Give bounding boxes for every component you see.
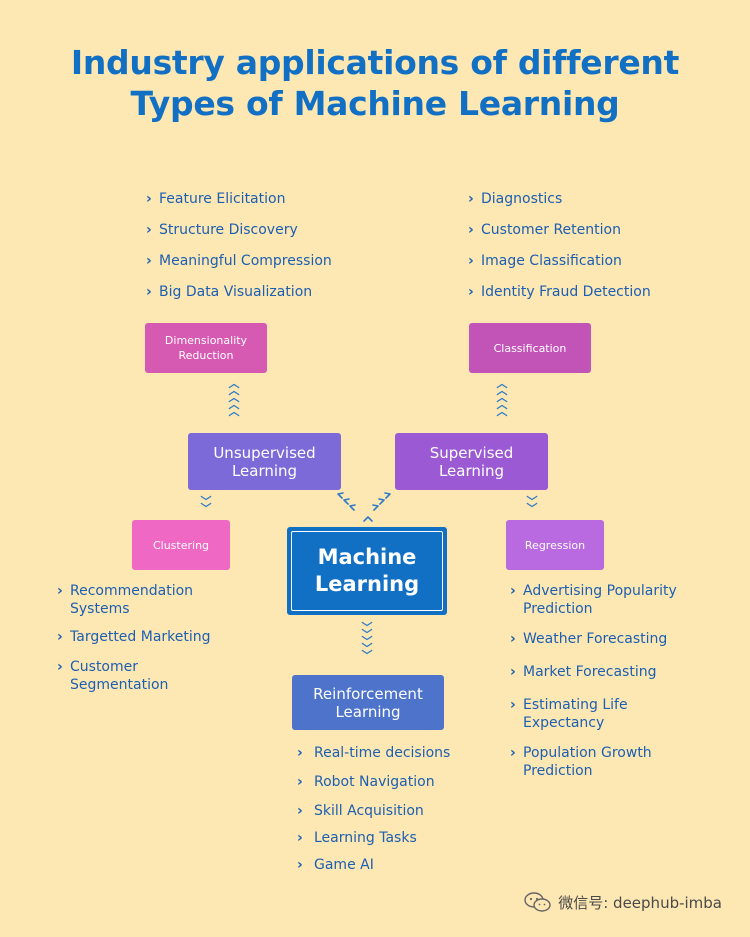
list-item: ›Identity Fraud Detection	[468, 284, 651, 300]
page-title: Industry applications of different Types…	[0, 42, 750, 124]
list-item: ›Market Forecasting	[510, 664, 657, 680]
list-item: ›Diagnostics	[468, 191, 563, 207]
chevron-right-icon: ›	[146, 284, 152, 300]
list-item: ›Meaningful Compression	[146, 253, 332, 269]
title-line-2: Types of Machine Learning	[130, 84, 620, 123]
reinforcement-list: ›Real-time decisions ›Robot Navigation ›…	[297, 744, 450, 874]
chevron-right-icon: ›	[510, 664, 516, 680]
chevron-right-icon: ›	[146, 191, 152, 207]
list-item: ›Robot Navigation	[297, 774, 435, 790]
chevron-down-arrows: ﹀﹀	[200, 495, 212, 515]
chevron-right-icon: ›	[510, 745, 516, 761]
chevron-right-icon: ›	[468, 284, 474, 300]
chevron-down-arrows: ﹀﹀	[526, 495, 538, 515]
machine-learning-box: Machine Learning	[287, 527, 447, 615]
list-item: ›Weather Forecasting	[510, 631, 668, 647]
list-item: ›Structure Discovery	[146, 222, 298, 238]
branch-arrows	[337, 492, 391, 522]
chevron-right-icon: ›	[146, 222, 152, 238]
list-item: ›Image Classification	[468, 253, 622, 269]
chevron-right-icon: ›	[297, 745, 303, 761]
chevron-right-icon: ›	[468, 222, 474, 238]
list-item: ›Learning Tasks	[297, 830, 417, 846]
dimensionality-reduction-box: Dimensionality Reduction	[145, 323, 267, 373]
chevron-up-arrows: ︿︿︿︿︿	[228, 377, 240, 418]
chevron-right-icon: ›	[146, 253, 152, 269]
chevron-right-icon: ›	[297, 830, 303, 846]
list-item: ›Real-time decisions	[297, 745, 451, 761]
chevron-right-icon: ›	[297, 774, 303, 790]
reinforcement-learning-box: Reinforcement Learning	[292, 675, 444, 730]
clustering-box: Clustering	[132, 520, 230, 570]
chevron-down-arrows: ﹀﹀﹀﹀﹀	[361, 621, 373, 662]
chevron-right-icon: ›	[57, 583, 63, 599]
chevron-right-icon: ›	[297, 803, 303, 819]
chevron-right-icon: ›	[57, 629, 63, 645]
watermark-text: 微信号: deephub-imba	[558, 893, 722, 912]
chevron-right-icon: ›	[297, 857, 303, 873]
unsupervised-learning-box: Unsupervised Learning	[188, 433, 341, 490]
chevron-right-icon: ›	[510, 631, 516, 647]
list-item: ›Feature Elicitation	[146, 191, 286, 207]
chevron-right-icon: ›	[510, 697, 516, 713]
chevron-right-icon: ›	[468, 253, 474, 269]
chevron-right-icon: ›	[510, 583, 516, 599]
classification-box: Classification	[469, 323, 591, 373]
list-item: ›Targetted Marketing	[57, 629, 211, 645]
watermark: 微信号: deephub-imba	[524, 891, 722, 913]
list-item: ›Big Data Visualization	[146, 284, 313, 300]
chevron-right-icon: ›	[468, 191, 474, 207]
list-item: ›Skill Acquisition	[297, 803, 424, 819]
chevron-right-icon: ›	[57, 659, 63, 675]
dimensionality-list: ›Feature Elicitation ›Structure Discover…	[146, 190, 332, 301]
chevron-up-arrows: ︿︿︿︿︿	[496, 377, 508, 418]
regression-box: Regression	[506, 520, 604, 570]
list-item: ›Game AI	[297, 857, 374, 873]
title-line-1: Industry applications of different	[70, 43, 680, 82]
classification-list: ›Diagnostics ›Customer Retention ›Image …	[468, 190, 651, 301]
wechat-icon	[524, 892, 551, 912]
list-item: ›Customer Retention	[468, 222, 621, 238]
supervised-learning-box: Supervised Learning	[395, 433, 548, 490]
